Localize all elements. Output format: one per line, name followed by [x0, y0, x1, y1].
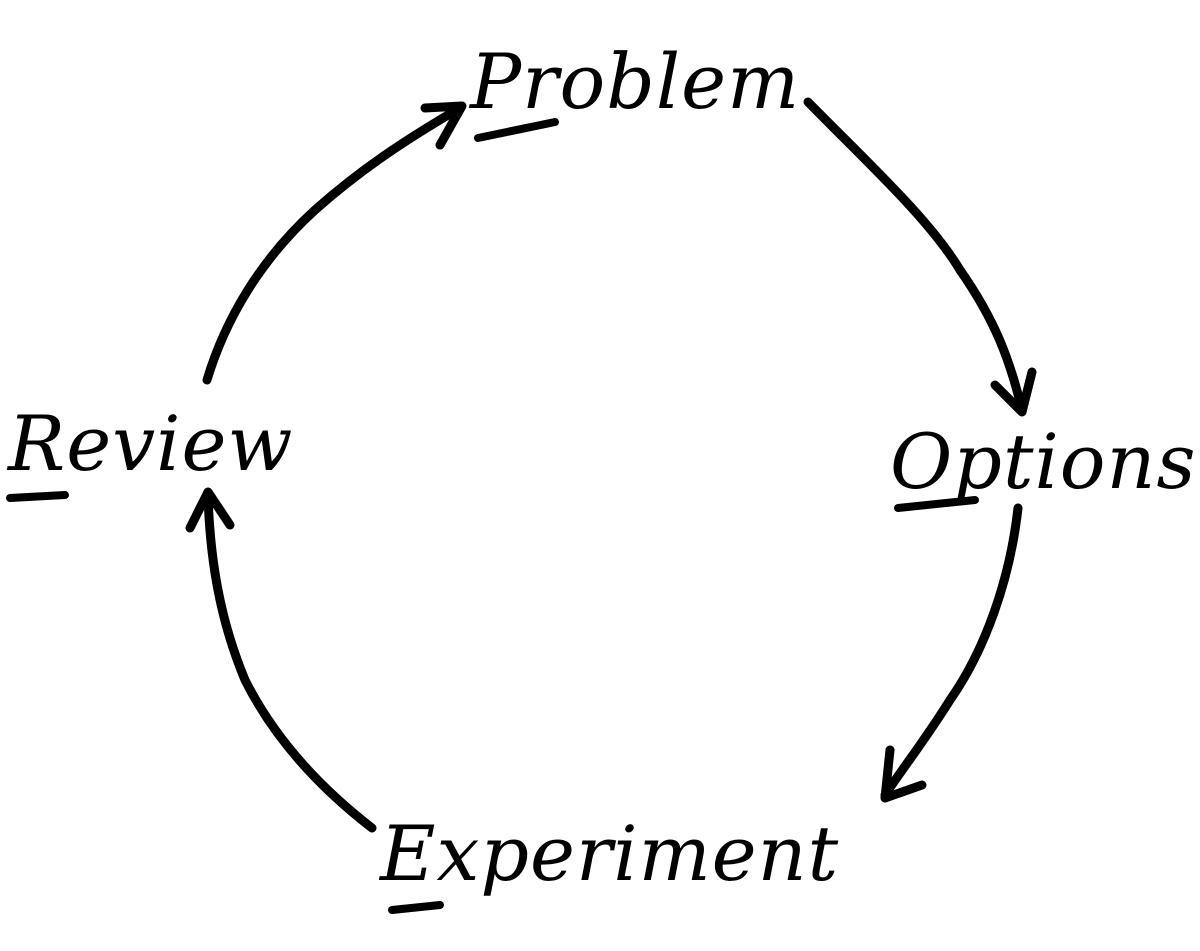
node-label-experiment: Experiment — [378, 809, 839, 898]
node-label-review: Review — [6, 399, 293, 488]
underline-options — [894, 496, 979, 512]
node-label-options: Options — [890, 417, 1197, 506]
underline-problem — [474, 118, 559, 142]
arrow-options-to-experiment — [880, 503, 1023, 803]
arrow-experiment-to-review — [185, 487, 377, 833]
node-problem: Problem — [468, 37, 800, 142]
node-options: Options — [890, 417, 1197, 512]
node-label-problem: Problem — [468, 37, 800, 126]
arrow-problem-to-options — [803, 97, 1037, 417]
arrow-review-to-problem — [202, 101, 467, 385]
node-review: Review — [6, 399, 293, 502]
underline-experiment — [388, 901, 444, 914]
underline-review — [6, 491, 69, 502]
node-experiment: Experiment — [378, 809, 839, 914]
